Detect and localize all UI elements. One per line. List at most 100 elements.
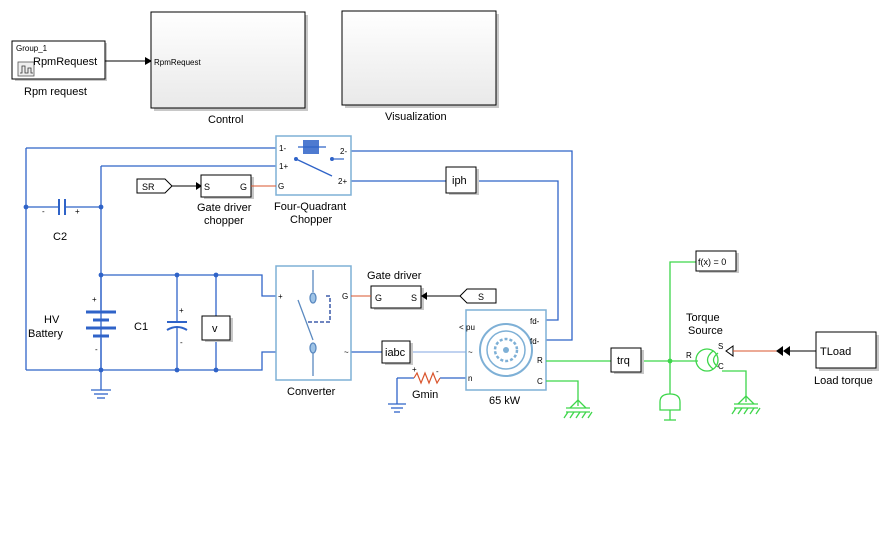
svg-text:f(x) = 0: f(x) = 0: [698, 257, 726, 267]
rpm-request-caption: Rpm request: [24, 86, 87, 98]
svg-text:2+: 2+: [338, 177, 347, 186]
svg-text:G: G: [240, 182, 247, 192]
svg-text:R: R: [537, 356, 543, 365]
s-signal-line[interactable]: [421, 292, 460, 300]
svg-text:<: <: [459, 323, 464, 332]
svg-text:n: n: [468, 374, 472, 383]
svg-text:S: S: [204, 182, 210, 192]
svg-text:R: R: [686, 351, 692, 360]
trq-sensor-block[interactable]: trq: [610, 347, 644, 374]
battery-label-1: HV: [44, 314, 60, 326]
svg-text:+: +: [75, 207, 80, 216]
visualization-subsystem[interactable]: [341, 10, 499, 108]
junction-dots: [23, 204, 219, 373]
svg-text:C: C: [537, 377, 543, 386]
torque-source-block[interactable]: R S C: [686, 342, 724, 372]
motor-icon: [479, 323, 533, 377]
rpm-request-port: RpmRequest: [33, 56, 97, 68]
solver-config-block[interactable]: f(x) = 0: [695, 250, 739, 273]
torque-input-port: [725, 345, 734, 357]
svg-text:G: G: [342, 292, 348, 301]
svg-text:~: ~: [344, 348, 349, 357]
chopper-caption-1: Four-Quadrant: [274, 201, 346, 213]
torque-ground-icon: [731, 395, 761, 415]
pmsm-machine-block[interactable]: pu < fd- fd- R C ~ n: [459, 309, 547, 391]
chopper-switch-icon: [294, 140, 344, 177]
rpm-signal-line[interactable]: [105, 57, 152, 65]
hv-battery[interactable]: + -: [86, 295, 116, 354]
iabc-sensor-block[interactable]: iabc: [381, 340, 413, 365]
chopper-caption-2: Chopper: [290, 214, 333, 226]
converter-switch-icon: [297, 270, 331, 376]
gate-driver-chopper-block[interactable]: S G: [200, 174, 254, 199]
tload-block[interactable]: TLoad: [815, 331, 879, 371]
svg-text:G: G: [278, 182, 284, 191]
svg-text:v: v: [212, 323, 218, 335]
visualization-caption: Visualization: [385, 111, 447, 123]
svg-text:pu: pu: [466, 323, 475, 332]
svg-text:S: S: [718, 342, 723, 351]
svg-text:iph: iph: [452, 175, 467, 187]
torque-source-caption-2: Source: [688, 325, 723, 337]
svg-text:trq: trq: [617, 355, 630, 367]
rpm-request-block[interactable]: Group_1 RpmRequest: [11, 40, 107, 81]
gate-driver-caption: Gate driver: [367, 270, 422, 282]
c1-label: C1: [134, 321, 148, 333]
svg-text:fd-: fd-: [530, 317, 540, 326]
group-badge: Group_1: [16, 44, 48, 53]
svg-text:SR: SR: [142, 182, 155, 192]
four-quadrant-chopper[interactable]: 1- 1+ 2- 2+ G: [275, 135, 352, 196]
s-from-tag[interactable]: S: [459, 288, 497, 304]
svg-text:2-: 2-: [340, 147, 347, 156]
torque-source-caption-1: Torque: [686, 312, 720, 324]
svg-text:1+: 1+: [279, 162, 288, 171]
svg-text:iabc: iabc: [385, 347, 406, 359]
iph-sensor-block[interactable]: iph: [445, 166, 479, 195]
converter-block[interactable]: + ~ G: [275, 265, 352, 381]
svg-text:fd-: fd-: [530, 337, 540, 346]
svg-text:TLoad: TLoad: [820, 346, 851, 358]
svg-text:+: +: [92, 295, 97, 304]
gmin-ground-icon: [388, 403, 406, 413]
ps-converter-icon: [776, 346, 790, 356]
svg-text:1-: 1-: [279, 144, 286, 153]
ground-icon: [91, 389, 111, 399]
c2-label: C2: [53, 231, 67, 243]
battery-label-2: Battery: [28, 328, 63, 340]
c1-capacitor[interactable]: + -: [166, 306, 188, 347]
sr-goto-tag[interactable]: SR: [136, 178, 173, 194]
c2-capacitor[interactable]: - +: [42, 199, 80, 216]
sr-signal-line[interactable]: [172, 182, 202, 190]
svg-text:C: C: [718, 362, 724, 371]
svg-text:+: +: [278, 292, 283, 301]
svg-text:+: +: [179, 306, 184, 315]
mechanical-junctions: [667, 358, 673, 364]
svg-text:G: G: [375, 293, 382, 303]
converter-caption: Converter: [287, 386, 336, 398]
svg-text:-: -: [95, 345, 98, 354]
gmin-caption: Gmin: [412, 389, 438, 401]
svg-text:S: S: [411, 293, 417, 303]
mechanical-wires[interactable]: [546, 261, 747, 406]
svg-text:~: ~: [468, 348, 473, 357]
load-torque-caption: Load torque: [814, 375, 873, 387]
gate-driver-chopper-caption-1: Gate driver: [197, 202, 252, 214]
mech-ground-icon: [563, 399, 593, 419]
inertia-icon[interactable]: [659, 393, 681, 421]
svg-text:S: S: [478, 292, 484, 302]
voltage-sensor-block[interactable]: v: [201, 315, 233, 342]
svg-text:-: -: [180, 338, 183, 347]
svg-text:-: -: [42, 207, 45, 216]
arrow-icon: [145, 57, 152, 65]
control-inport-label: RpmRequest: [154, 58, 201, 67]
control-caption: Control: [208, 114, 243, 126]
svg-text:-: -: [436, 367, 439, 376]
control-subsystem[interactable]: RpmRequest: [150, 11, 308, 111]
gmin-resistor[interactable]: + -: [412, 365, 441, 385]
machine-caption: 65 kW: [489, 395, 521, 407]
gate-driver-chopper-caption-2: chopper: [204, 215, 244, 227]
gate-driver-block[interactable]: G S: [370, 285, 424, 310]
signal-builder-icon: [17, 61, 35, 77]
svg-text:+: +: [412, 365, 417, 374]
